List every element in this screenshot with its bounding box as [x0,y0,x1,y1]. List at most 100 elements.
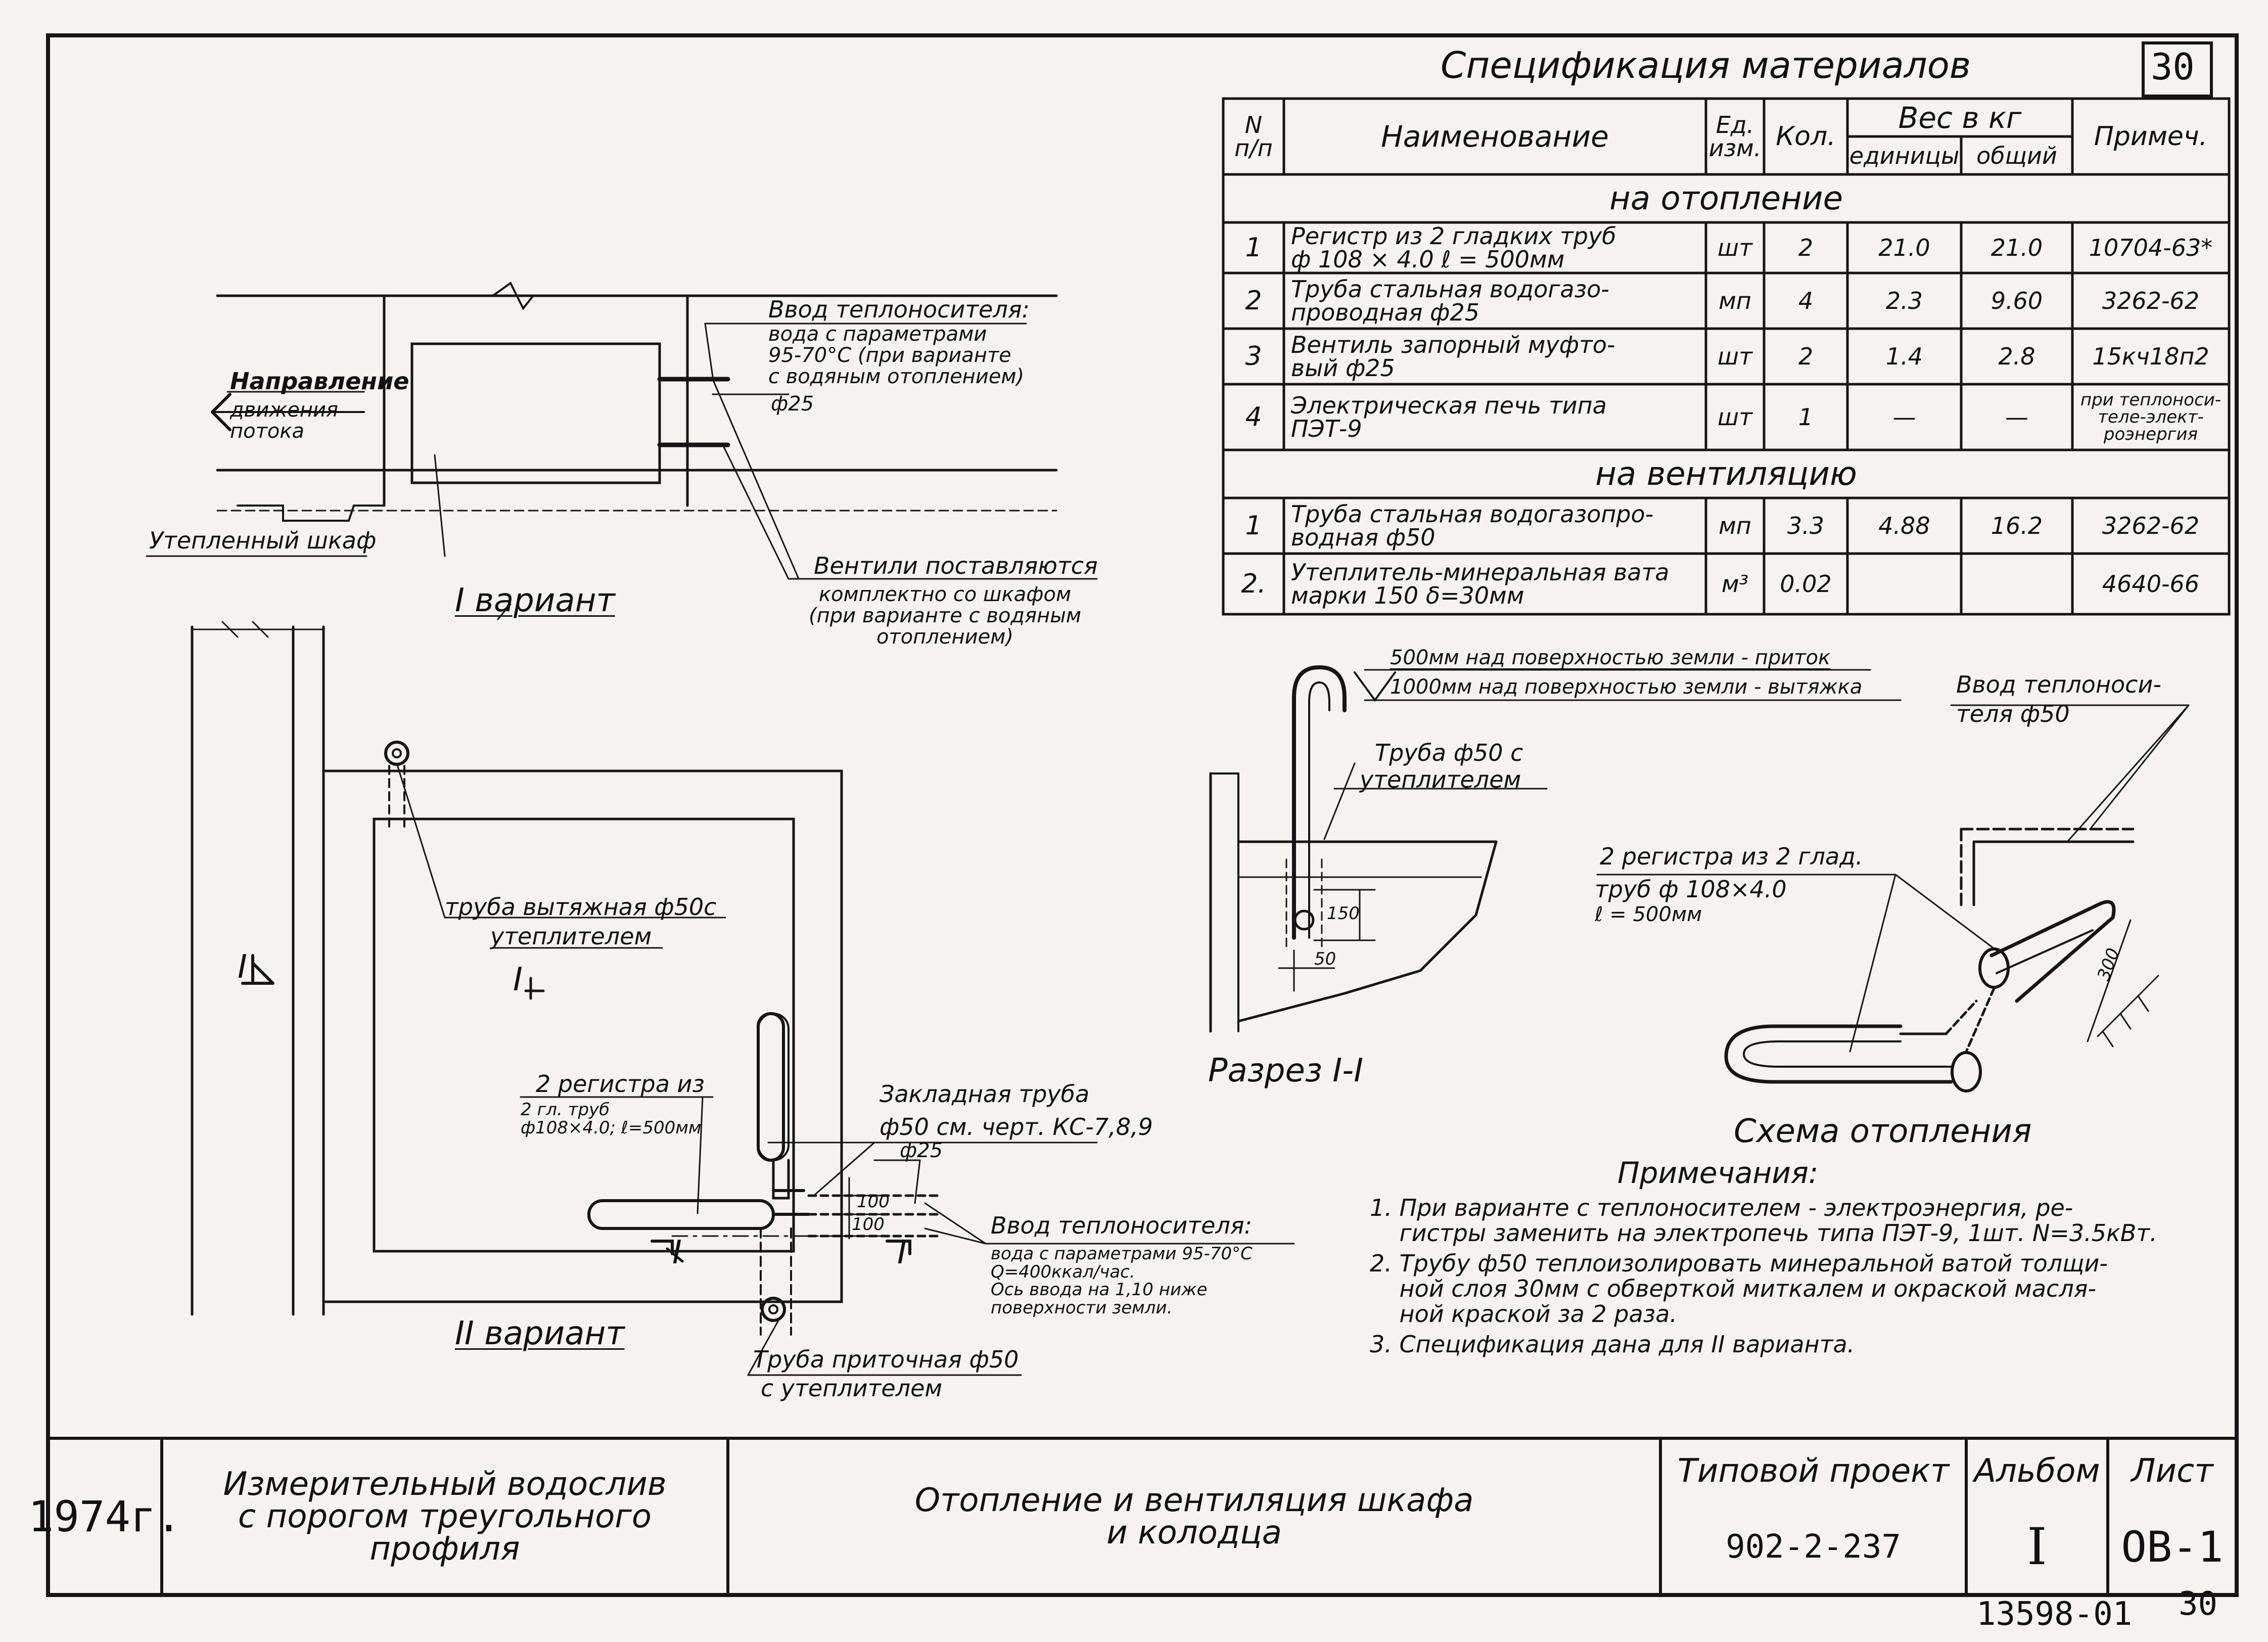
header-name: Наименование [1381,119,1609,154]
table-cell: 15кч18п2 [2092,343,2209,370]
dim-50: 50 [1314,949,1336,969]
table-cell: 1 [1245,233,1262,263]
table-cell: 3.3 [1787,512,1825,539]
level-label-2: 1000мм над поверхностью земли - вытяжка [1390,675,1863,699]
table-cell: 4.88 [1878,512,1930,539]
header-qty: Кол. [1776,121,1836,152]
table-cell: 3262-62 [2102,512,2200,539]
section-vent: на вентиляцию [1595,455,1857,493]
flow-direction-label: Направление [230,368,409,395]
section-mark-left: I [238,948,247,986]
exhaust-pipe-label2: утеплителем [490,923,652,950]
table-cell: Труба стальная водогазопро- водная ф50 [1291,500,1654,551]
header-num: N п/п [1234,111,1273,162]
diameter-label: ф25 [771,392,814,416]
header-weight: Вес в кг [1898,100,2022,135]
page-number: 30 [2179,1585,2218,1623]
table-cell: 4 [1798,287,1814,314]
album-label: Альбом [1974,1452,2100,1490]
table-cell: 1.4 [1885,343,1923,370]
project-label: Типовой проект [1677,1452,1950,1490]
note-line: ной слоя 30мм с обверткой миткалем и окр… [1370,1275,2097,1302]
dim-100-a: 100 [857,1192,890,1212]
section-caption: Разрез I-I [1208,1052,1364,1089]
table-cell: 4 [1245,402,1262,432]
table-cell: — [2005,403,2028,431]
section-1-1 [1209,665,1902,1033]
table-cell: 21.0 [1991,234,2043,261]
header-unit: Ед. изм. [1708,111,1762,162]
table-cell: Труба стальная водогазо- проводная ф25 [1291,276,1609,326]
coolant-input-text: вода с параметрами 95-70°С (при варианте… [768,323,1025,388]
sheet-title: Отопление и вентиляция шкафа и колодца [914,1482,1474,1552]
table-cell: 0.02 [1780,570,1832,598]
scheme-registers2: труб ф 108×4.0 [1595,876,1787,903]
valves-text: комплектно со шкафом (при варианте с вод… [809,583,1082,649]
cut-mark-1: I [672,1234,682,1271]
sheet-label: Лист [2131,1452,2213,1490]
variant-1-caption: I вариант [455,582,615,619]
title-block [47,1437,2238,1597]
diameter-label-2: ф25 [900,1139,943,1162]
inventory-number: 13598-01 [1976,1595,2133,1633]
insulated-cabinet-label: Утепленный шкаф [149,527,377,554]
project-number: 902-2-237 [1726,1528,1901,1566]
table-cell: 2 [1798,343,1814,370]
header-note: Примеч. [2094,121,2208,152]
table-cell: 3 [1245,341,1262,372]
note-line: 3. Спецификация дана для II варианта. [1370,1331,1855,1358]
table-cell: 9.60 [1991,287,2043,314]
table-cell: при теплоноси- теле-элект- роэнергия [2080,390,2221,444]
table-cell: 2.8 [1998,343,2035,370]
valves-label: Вентили поставляются [814,552,1098,579]
table-cell: 10704-63* [2089,234,2213,261]
registers-text: 2 гл. труб ф108×4.0; ℓ=500мм [521,1100,702,1138]
cut-mark-2: I [897,1234,907,1271]
supply-pipe-label2: с утеплителем [761,1375,943,1402]
registers-label: 2 регистра из [536,1070,705,1098]
year: 1974г. [28,1492,182,1541]
sheet-number-box [2142,41,2213,98]
table-cell: 2 [1245,286,1262,316]
album-value: I [2027,1517,2047,1576]
spec-title: Спецификация материалов [1441,44,1971,86]
table-cell: шт [1718,403,1752,431]
table-cell: мп [1719,287,1751,314]
table-cell: — [1892,403,1916,431]
flow-direction-label2: движения потока [230,398,339,443]
table-cell: 1 [1798,403,1814,431]
table-cell: 16.2 [1991,512,2043,539]
level-label-1: 500мм над поверхностью земли - приток [1390,646,1831,669]
exhaust-pipe-label: труба вытяжная ф50с [445,893,717,921]
note-line: 1. При варианте с теплоносителем - элект… [1370,1194,2073,1221]
table-cell: 1 [1245,511,1262,541]
header-weight-total: общий [1976,142,2057,169]
table-cell: м³ [1721,570,1749,598]
table-cell: 21.0 [1878,234,1930,261]
note-line: 2. Трубу ф50 теплоизолировать минерально… [1370,1250,2108,1277]
scheme-registers3: ℓ = 500мм [1595,903,1702,926]
note-line: гистры заменить на электропечь типа ПЭТ-… [1370,1219,2157,1247]
dim-150: 150 [1327,903,1360,924]
table-cell: 4640-66 [2102,570,2200,598]
scheme-coolant-input: Ввод теплоноси- [1956,671,2161,698]
coolant-input-label-2: Ввод теплоносителя: [991,1212,1253,1239]
table-cell: шт [1718,234,1752,261]
section-heating: на отопление [1609,179,1843,217]
section-mark-top: I [513,961,523,998]
table-cell: 2.3 [1885,287,1923,314]
embedded-pipe-label: Закладная труба [880,1080,1090,1108]
table-cell: 2 [1798,234,1814,261]
table-cell [1847,554,1961,614]
table-cell: 3262-62 [2102,287,2200,314]
table-cell: 2. [1241,569,1266,599]
section-pipe-label2: утеплителем [1360,766,1521,793]
variant-1-plan [146,282,1098,620]
coolant-input-label: Ввод теплоносителя: [768,296,1030,323]
variant-2-plan [191,621,1295,1376]
table-cell: мп [1719,512,1751,539]
sheet-value: ОВ-1 [2121,1522,2224,1572]
supply-pipe-label: Труба приточная ф50 [753,1346,1019,1373]
note-line: ной краской за 2 раза. [1370,1300,1677,1328]
